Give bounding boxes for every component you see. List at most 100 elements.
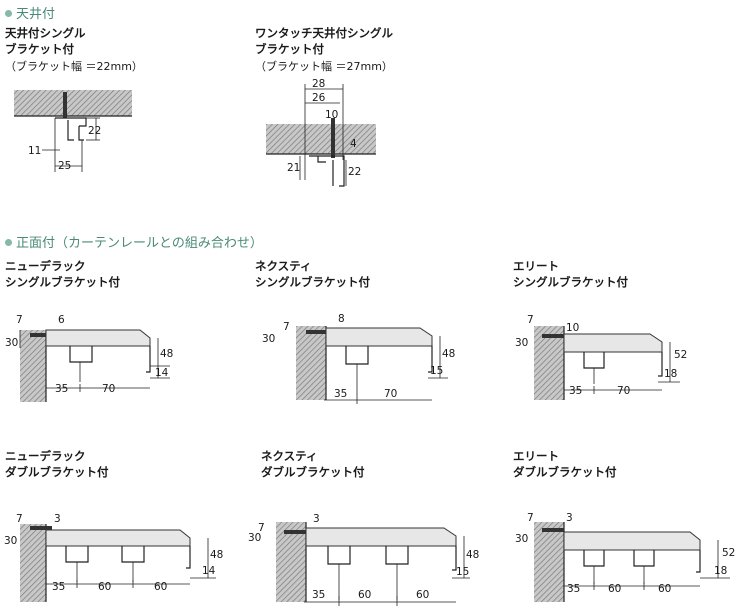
bracket-shape — [45, 329, 151, 347]
title-line-2: ダブルブラケット付 — [261, 465, 365, 479]
dim-7: 7 — [258, 522, 265, 534]
dim-35: 35 — [567, 583, 580, 595]
dim-60b: 60 — [658, 583, 671, 595]
dim-35: 35 — [52, 581, 65, 593]
screw-icon — [306, 330, 328, 334]
diagram-ceiling-onetouch: 28 26 10 4 21 22 — [266, 78, 376, 187]
dim-52: 52 — [674, 349, 687, 361]
runner-shape-2 — [385, 546, 409, 565]
dim-60b: 60 — [416, 589, 429, 601]
dim-48: 48 — [210, 549, 223, 561]
dim-22: 22 — [88, 125, 101, 137]
wall-item-6-title: エリートダブルブラケット付 — [513, 448, 617, 480]
section-wall: 正面付（カーテンレールとの組み合わせ） — [5, 232, 263, 251]
bracket-shape — [45, 529, 191, 547]
dim-3: 3 — [566, 512, 573, 524]
title-line-2: シングルブラケット付 — [5, 275, 120, 289]
rail-end — [186, 546, 191, 569]
bracket-shape — [563, 531, 701, 551]
diagram-wall-newdeluxe-single: 7 6 30 48 14 35 70 — [5, 314, 173, 402]
section-ceiling: 天井付 — [5, 3, 55, 22]
rail-end — [452, 546, 457, 571]
bullet-icon — [5, 239, 12, 246]
title-line-1: エリート — [513, 449, 559, 463]
dim-4: 4 — [350, 138, 357, 150]
wall-item-5-title: ネクスティダブルブラケット付 — [261, 448, 365, 480]
title-line-1: ワンタッチ天井付シングル — [255, 26, 393, 40]
runner-shape — [69, 346, 93, 363]
diagram-wall-elite-single: 7 10 30 52 18 35 70 — [515, 314, 687, 400]
runner-shape-2 — [121, 546, 145, 563]
wall-surface — [296, 326, 326, 400]
title-line-2: ブラケット付 — [255, 42, 324, 56]
title-line-1: ネクスティ — [261, 449, 318, 463]
dim-48: 48 — [466, 549, 479, 561]
screw-icon — [63, 92, 67, 118]
wall-surface — [20, 330, 46, 402]
wall-item-1-title: ニューデラックシングルブラケット付 — [5, 258, 120, 290]
ceiling-item-1-note: （ブラケット幅 ＝22mm） — [5, 60, 143, 73]
ceiling-surface — [14, 90, 132, 116]
dim-30: 30 — [248, 532, 261, 544]
screw-icon — [331, 118, 335, 158]
dim-10: 10 — [566, 322, 579, 334]
dim-7: 7 — [16, 513, 23, 525]
bracket-shape — [309, 155, 345, 187]
title-line-1: 天井付シングル — [5, 26, 86, 40]
wall-item-4-title: ニューデラックダブルブラケット付 — [5, 448, 109, 480]
dim-18: 18 — [664, 368, 677, 380]
wall-surface — [534, 522, 564, 602]
dim-11: 11 — [28, 145, 41, 157]
diagram-ceiling-single: 22 11 25 — [14, 90, 132, 172]
title-line-2: ダブルブラケット付 — [5, 465, 109, 479]
bullet-icon — [5, 10, 12, 17]
screw-icon — [30, 333, 52, 337]
dim-35: 35 — [312, 589, 325, 601]
dim-30: 30 — [515, 337, 528, 349]
title-line-2: ダブルブラケット付 — [513, 465, 617, 479]
dim-60b: 60 — [154, 581, 167, 593]
dim-26: 26 — [312, 92, 326, 104]
dim-60a: 60 — [98, 581, 111, 593]
dim-14: 14 — [155, 367, 169, 379]
dim-48: 48 — [442, 348, 455, 360]
dim-52: 52 — [722, 547, 735, 559]
dim-18: 18 — [714, 565, 727, 577]
ceiling-item-1-title: 天井付シングルブラケット付 — [5, 25, 86, 57]
title-line-2: ブラケット付 — [5, 42, 74, 56]
dim-22b: 22 — [348, 166, 361, 178]
rail-end — [146, 346, 151, 373]
dim-70: 70 — [384, 388, 397, 400]
dim-70: 70 — [102, 383, 115, 395]
dim-35: 35 — [569, 385, 582, 397]
wall-surface — [276, 522, 306, 602]
title-line-1: ニューデラック — [5, 259, 86, 273]
rail-shape — [67, 120, 84, 141]
dim-8: 8 — [338, 313, 345, 325]
dim-15: 15 — [456, 566, 469, 578]
screw-icon — [542, 334, 564, 338]
rail-end — [658, 352, 663, 377]
title-line-2: シングルブラケット付 — [255, 275, 370, 289]
wall-item-2-title: ネクスティシングルブラケット付 — [255, 258, 370, 290]
dim-60a: 60 — [358, 589, 371, 601]
dim-35: 35 — [334, 388, 347, 400]
diagram-wall-nexty-double: 7 3 30 48 15 35 60 60 — [248, 513, 479, 606]
screw-icon — [284, 530, 306, 534]
dim-21: 21 — [287, 162, 300, 174]
dim-7: 7 — [527, 314, 534, 326]
title-line-1: ネクスティ — [255, 259, 312, 273]
bracket-shape — [305, 527, 457, 547]
dim-28: 28 — [312, 78, 325, 90]
ceiling-item-2-note: （ブラケット幅 ＝27mm） — [255, 60, 393, 73]
dim-48: 48 — [160, 348, 173, 360]
dim-10: 10 — [325, 109, 338, 121]
dim-30: 30 — [262, 333, 275, 345]
bracket-clip — [317, 156, 326, 163]
wall-surface — [20, 524, 46, 602]
dim-30: 30 — [515, 533, 528, 545]
dim-7: 7 — [16, 314, 23, 326]
diagram-wall-newdeluxe-double: 7 3 30 48 14 35 60 60 — [4, 513, 223, 602]
runner-shape-1 — [583, 550, 605, 567]
